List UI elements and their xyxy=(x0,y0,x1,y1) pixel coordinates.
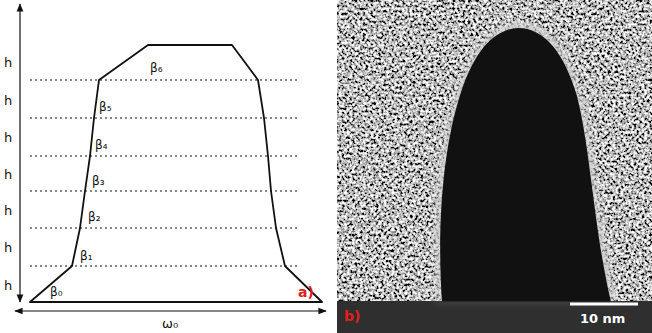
dimension-label: h xyxy=(4,56,12,69)
dimension-label: h xyxy=(4,168,12,181)
dimension-label: ω₀ xyxy=(160,317,180,330)
angle-label: β₆ xyxy=(150,62,162,74)
panel-label: a) xyxy=(298,285,314,299)
angle-label: β₅ xyxy=(99,101,111,113)
angle-label: β₄ xyxy=(95,139,107,151)
dimension-label: h xyxy=(4,241,12,254)
height-arrow xyxy=(19,4,20,302)
dark-dome xyxy=(440,28,611,302)
width-arrow xyxy=(15,310,326,311)
dimension-label: h xyxy=(4,279,12,292)
angle-label: β₀ xyxy=(50,286,62,298)
angle-label: β₃ xyxy=(92,175,104,187)
dimension-label: h xyxy=(4,131,12,144)
panel-label: b) xyxy=(344,309,360,323)
profile-sketch xyxy=(15,4,326,311)
tem-image xyxy=(337,0,652,333)
angle-label: β₁ xyxy=(80,250,92,262)
dimension-label: h xyxy=(4,204,12,217)
angle-label: β₂ xyxy=(88,211,100,223)
profile-outline xyxy=(30,45,322,302)
scale-bar xyxy=(570,303,638,306)
level-lines xyxy=(30,80,300,266)
dimension-label: h xyxy=(4,94,12,107)
scale-label: 10 nm xyxy=(580,312,625,325)
